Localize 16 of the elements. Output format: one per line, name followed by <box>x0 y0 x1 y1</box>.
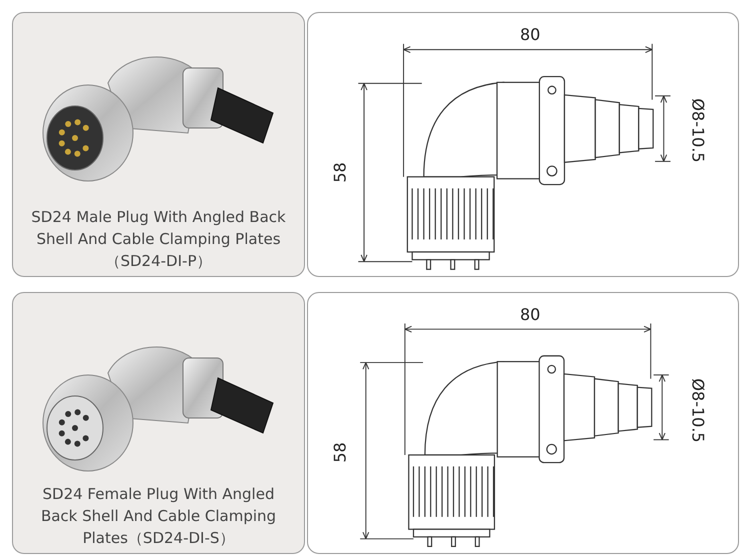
connector-photo <box>42 56 274 182</box>
product-card <box>12 292 305 554</box>
dimension-label: 80 <box>520 305 540 324</box>
drawing-card <box>307 12 739 277</box>
dimension-label: 58 <box>330 442 350 463</box>
dimension-label: 58 <box>330 162 350 183</box>
connector-outline-drawing <box>408 355 652 547</box>
product-caption: SD24 Female Plug With Angled Back Shell And Cable Clamping Plates（SD24-DI-S） <box>40 484 278 549</box>
product-caption: SD24 Male Plug With Angled Back Shell And Cable Clamping Plates（SD24-DI-P） <box>30 207 287 272</box>
dimension-label: Ø8-10.5 <box>688 378 708 443</box>
dimension-label: 80 <box>520 25 540 44</box>
drawing-card <box>307 292 739 554</box>
product-card <box>12 12 305 277</box>
connector-outline-drawing <box>406 76 654 270</box>
dimension-label: Ø8-10.5 <box>688 98 708 163</box>
connector-photo <box>42 346 274 472</box>
